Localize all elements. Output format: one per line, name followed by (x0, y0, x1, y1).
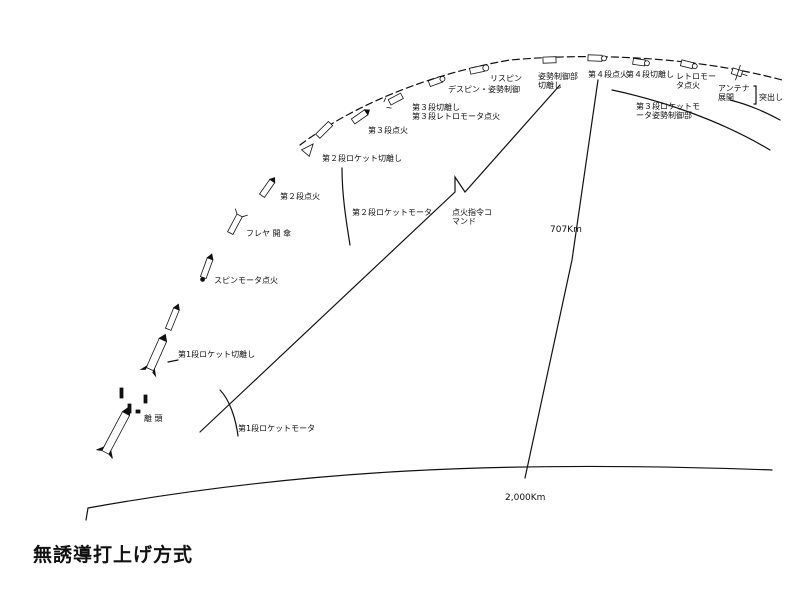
rocket-stage3-ignition-icon (350, 109, 371, 125)
label-stage3-separation: 第３段切離し (412, 103, 460, 112)
earth-surface-arc (85, 465, 773, 521)
rocket-stage2-ignition-icon (258, 177, 276, 199)
rocket-respin-icon (469, 64, 490, 75)
rocket-stage2-sep-icon (300, 143, 314, 157)
label-fairing-open: フレヤ 開 傘 (246, 229, 292, 238)
attitude-orbit-curve (729, 99, 781, 121)
label-stage2-separation: 第２段ロケット切離し (322, 154, 402, 163)
rocket-liftoff-icon (96, 405, 131, 459)
rocket-stage1-sep-icon (139, 333, 168, 378)
rocket-spin-motor-icon (199, 253, 214, 282)
satellite-antenna-icon (730, 64, 748, 81)
rocket-stage2-body-icon (315, 120, 334, 139)
label-retro-motor-ignition: レトロモータ点火 (676, 72, 716, 90)
label-stage2-ignition: 第２段点火 (280, 192, 320, 201)
label-stage4-ignition: 第４段点火 (588, 70, 628, 79)
label-despin: デスピン・姿勢制御 (448, 85, 520, 94)
label-spin-motor-ignition: スピンモータ点火 (214, 276, 278, 285)
label-ignition-command: 点火指令コマンド (452, 208, 492, 226)
altitude-line (524, 79, 599, 479)
label-stage3-retro: 第３段レトロモータ点火 (412, 112, 500, 121)
rocket-attitude-sep-icon (542, 56, 557, 64)
page-title: 無誘導打上げ方式 (33, 544, 194, 566)
label-stage4-separation: 第４段切離し (626, 70, 674, 79)
rocket-retro-icon (679, 59, 698, 70)
label-stage1-motor: 第1段ロケットモータ (238, 424, 316, 433)
orbit-path (299, 56, 783, 146)
label-respin: リスピン (490, 74, 522, 83)
stage1-sep-leader (167, 359, 179, 363)
rocket-stage4-sep-icon (632, 57, 650, 67)
label-stage3-attitude-control: 第３段ロケットモータ姿勢制御部 (636, 102, 700, 120)
label-attitude-control-separation: 姿勢制御部切離し (538, 72, 578, 90)
label-deploy: 突出し (759, 93, 783, 102)
rocket-midflight-icon (164, 303, 180, 331)
range-line (199, 84, 561, 433)
label-range-2000km: 2,000Km (505, 493, 546, 503)
stage3-orbit-curve (611, 89, 771, 151)
rocket-stage3-sep-icon (383, 92, 404, 109)
label-altitude-707km: 707Km (550, 225, 582, 235)
label-stage1-separation: 第1段ロケット切離し (178, 350, 256, 359)
rocket-fairing-open-icon (227, 208, 248, 236)
label-stage3-ignition: 第３段点火 (368, 126, 408, 135)
label-liftoff: 離 頭 (144, 414, 163, 423)
stage2-motor-leader (341, 167, 351, 246)
rocket-stage4-ignition-icon (587, 54, 607, 62)
label-antenna-deploy: アンテナ展開 (718, 84, 750, 102)
deploy-bracket (753, 85, 757, 105)
stage1-motor-leader (219, 389, 239, 437)
stage1-debris-icon (119, 387, 148, 414)
label-stage2-motor: 第２段ロケットモータ (352, 208, 432, 217)
rocket-despin-icon (427, 75, 446, 88)
